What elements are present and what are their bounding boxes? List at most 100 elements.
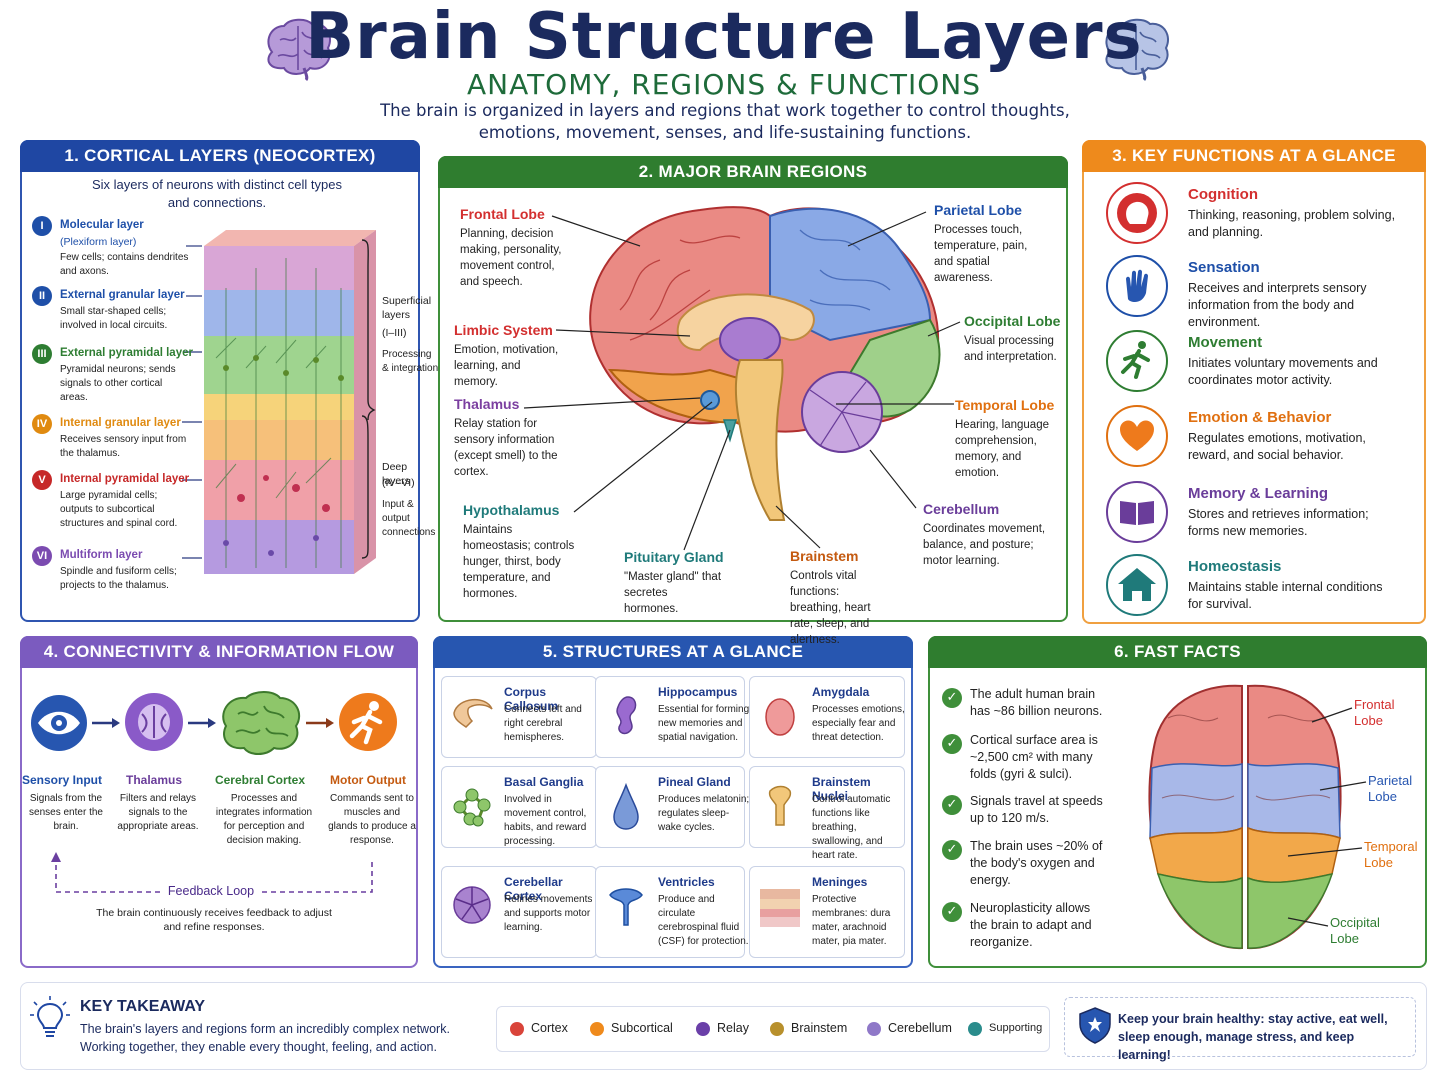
legend-label: Subcortical [611,1021,673,1035]
layer-name: Molecular layer [60,219,144,231]
flow-step-name: Cerebral Cortex [214,773,306,787]
cerebral-cortex-icon [222,691,301,755]
thalamus-icon [125,693,183,751]
flow-arrows [51,718,373,893]
region-desc: Planning, decision making, personality, … [460,228,562,288]
function-desc: Stores and retrieves information; forms … [1188,507,1369,538]
layer-number-badge: IV [32,414,52,434]
page-title: Brain Structure Layers [305,0,1143,74]
layer-number-badge: III [32,344,52,364]
region-desc: Processes touch, temperature, pain, and … [934,224,1028,284]
region-name: Pituitary Gland [624,549,724,565]
structures-heading: 5. STRUCTURES AT A GLANCE [433,636,913,668]
structure-desc: Essential for forming new memories and s… [658,704,750,743]
fact-text: Neuroplasticity allows the brain to adap… [970,901,1092,949]
hand-icon [1126,269,1148,302]
flow-step-name: Thalamus [125,773,182,787]
shield-brain-icon [1079,1007,1111,1044]
top-view-label: Occipital Lobe [1330,915,1380,946]
layer-number-badge: I [32,216,52,236]
legend-label: Relay [717,1021,749,1035]
legend-label: Cerebellum [888,1021,952,1035]
layer-desc: Large pyramidal cells; outputs to subcor… [60,490,178,529]
layer-desc: Small star-shaped cells; involved in loc… [60,306,168,331]
structure-desc: Control automatic functions like breathi… [812,794,891,861]
house-icon [1118,568,1156,601]
flow-step-name: Sensory Input [21,773,102,787]
region-desc: Maintains homeostasis; controls hunger, … [463,524,575,600]
function-icon-circle [1106,481,1168,543]
lightbulb-icon [30,996,70,1037]
structure-desc: Produce and circulate cerebrospinal flui… [658,894,749,947]
region-name: Cerebellum [923,501,1000,517]
function-desc: Initiates voluntary movements and coordi… [1188,356,1378,387]
structure-name: Hippocampus [658,685,738,699]
structure-icon [768,785,792,826]
connectivity-heading: 4. CONNECTIVITY & INFORMATION FLOW [20,636,418,668]
cortical-heading: 1. CORTICAL LAYERS (NEOCORTEX) [20,140,420,172]
structure-name: Basal Ganglia [504,775,584,789]
structure-name: Amygdala [812,685,870,699]
feedback-loop-desc: The brain continuously receives feedback… [96,907,332,933]
structure-icon [616,696,637,735]
layer-alt-name: (Plexiform layer) [60,236,137,248]
intro-text: The brain is organized in layers and reg… [380,101,1070,142]
fact-text: The adult human brain has ~86 billion ne… [970,687,1103,718]
function-icon-circle [1106,405,1168,467]
flow-step-desc: Processes and integrates information for… [215,793,313,846]
structure-name: Cerebellar Cortex [504,875,563,903]
legend-dot [510,1022,524,1036]
takeaway-text: The brain's layers and regions form an i… [80,1022,450,1054]
layer-number-badge: V [32,470,52,490]
region-name: Thalamus [454,396,520,412]
legend-label: Supporting [989,1022,1043,1034]
brain-health-tip-box [1064,997,1416,1057]
legend-label: Brainstem [791,1021,848,1035]
layer-name: Internal pyramidal layer [60,473,190,485]
cortical-column-illustration [182,230,376,574]
region-name: Occipital Lobe [964,313,1061,329]
legend-dot [968,1022,982,1036]
check-icon: ✓ [942,688,962,708]
flow-step-desc: Filters and relays signals to the approp… [117,793,199,832]
function-desc: Receives and interprets sensory informat… [1188,281,1367,329]
brain-icon-left [267,18,331,82]
function-name: Cognition [1188,186,1258,203]
function-icon-circle [1106,182,1168,244]
function-desc: Regulates emotions, motivation, reward, … [1188,431,1366,462]
layer-desc: Receives sensory input from the thalamus… [60,434,187,459]
function-desc: Maintains stable internal conditions for… [1188,580,1383,611]
legend-dot [770,1022,784,1036]
function-name: Movement [1188,334,1263,351]
region-desc: Emotion, motivation, learning, and memor… [454,344,559,388]
page-subtitle: ANATOMY, REGIONS & FUNCTIONS [467,68,981,101]
connectivity-panel: 4. CONNECTIVITY & INFORMATION FLOW [20,636,418,968]
function-name: Sensation [1188,259,1260,276]
check-icon: ✓ [942,840,962,860]
flow-step-name: Motor Output [330,773,406,787]
superficial-layers-role: Processing & integration [382,349,439,374]
function-name: Memory & Learning [1188,485,1329,502]
deep-layers-role: Input & output connections [382,499,436,538]
structure-desc: Connects left and right cerebral hemisph… [504,704,582,743]
layer-desc: Spindle and fusiform cells; projects to … [60,566,177,591]
fact-text: Signals travel at speeds up to 120 m/s. [970,794,1103,825]
layer-desc: Pyramidal neurons; sends signals to othe… [60,364,176,403]
structure-name: Corpus Callosum [504,685,559,713]
superficial-layers-label: Superficial layers [382,295,432,321]
region-name: Brainstem [790,548,859,564]
flow-step-desc: Commands sent to muscles and glands to p… [328,793,416,846]
structure-desc: Processes emotions, especially fear and … [812,704,905,743]
region-desc: "Master gland" that secretes hormones. [624,571,722,615]
region-name: Limbic System [454,322,553,338]
sagittal-brain-illustration [589,206,941,521]
